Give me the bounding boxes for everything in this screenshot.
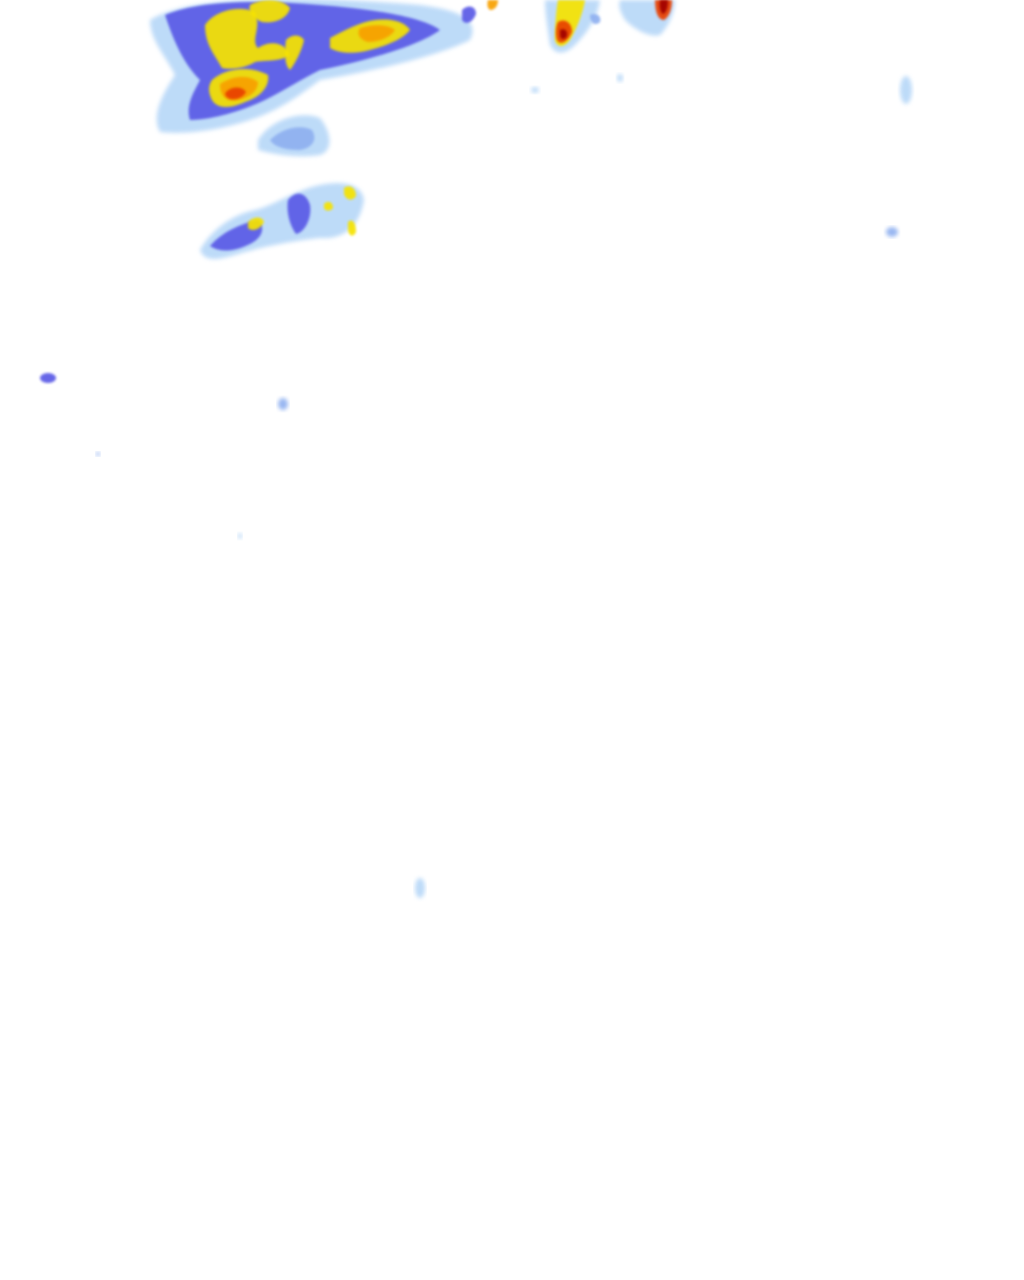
storm-cell-north-east — [619, 0, 675, 36]
storm-cell-west — [200, 115, 364, 259]
storm-cell-northwest — [150, 0, 473, 133]
light-showers — [40, 74, 912, 898]
storm-cell-north-center — [462, 0, 601, 53]
